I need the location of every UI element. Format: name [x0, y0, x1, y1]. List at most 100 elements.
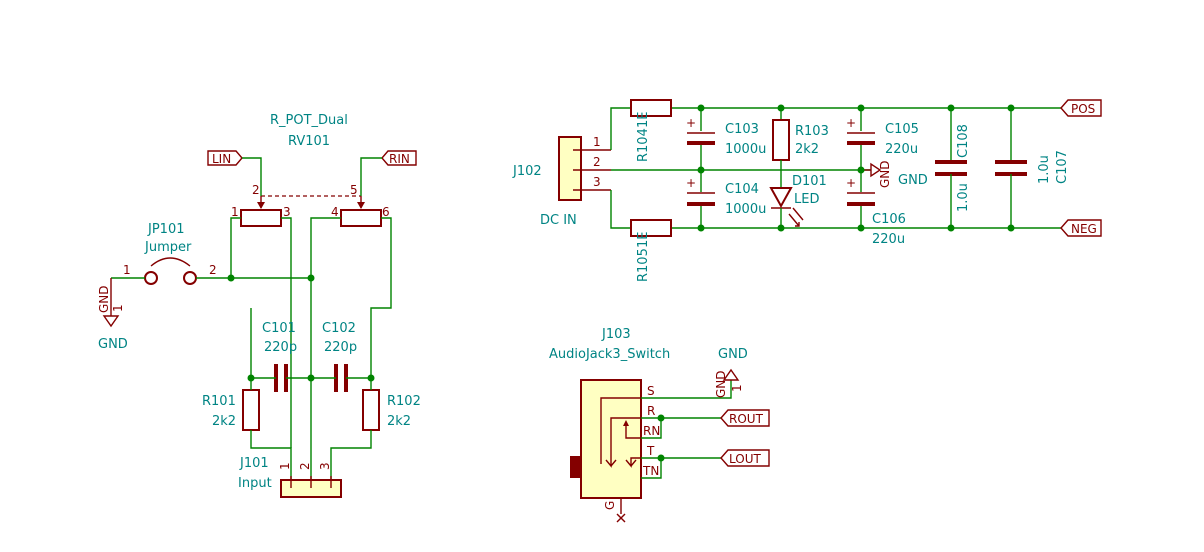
- svg-text:GND: GND: [714, 370, 728, 398]
- svg-text:1: 1: [111, 304, 125, 312]
- svg-text:GND: GND: [878, 160, 892, 188]
- rin-label[interactable]: RIN: [381, 150, 417, 166]
- svg-text:Input: Input: [238, 476, 272, 491]
- svg-text:C105: C105: [885, 122, 919, 137]
- svg-text:R101: R101: [202, 394, 236, 409]
- rv101-dual-potentiometer[interactable]: R_POT_Dual RV101 1 2 3 4 5 6: [231, 113, 390, 227]
- svg-text:RN: RN: [643, 424, 660, 438]
- svg-text:G: G: [603, 501, 617, 510]
- rv101-left-element: [240, 209, 282, 227]
- rout-label[interactable]: ROUT: [720, 409, 770, 427]
- svg-text:C104: C104: [725, 182, 759, 197]
- svg-text:J103: J103: [601, 327, 631, 342]
- svg-text:R105: R105: [636, 248, 651, 282]
- j102-dc-in-connector[interactable]: J102 DC IN 1 2 3: [512, 135, 601, 228]
- svg-text:C103: C103: [725, 122, 759, 137]
- c106-capacitor[interactable]: + C106 220u: [846, 170, 906, 247]
- svg-text:1.0u: 1.0u: [956, 183, 971, 212]
- rv101-pin6: 6: [382, 205, 390, 219]
- svg-text:TN: TN: [642, 464, 659, 478]
- svg-text:2: 2: [593, 155, 601, 169]
- rv101-pin3: 3: [283, 205, 291, 219]
- svg-text:1: 1: [593, 135, 601, 149]
- r105-resistor[interactable]: R105 1E: [630, 219, 672, 282]
- neg-label[interactable]: NEG: [1060, 219, 1102, 237]
- svg-text:2k2: 2k2: [387, 414, 411, 429]
- svg-text:GND: GND: [97, 285, 111, 313]
- gnd-right-symbol: GND GND 1: [714, 347, 748, 398]
- jp101-jumper[interactable]: JP101 Jumper 1 2: [123, 222, 217, 285]
- r102-resistor[interactable]: R102 2k2: [362, 389, 421, 431]
- svg-text:1: 1: [123, 263, 131, 277]
- d101-led[interactable]: D101 LED: [769, 174, 827, 228]
- lin-label[interactable]: LIN: [207, 150, 243, 166]
- svg-text:LIN: LIN: [212, 152, 231, 166]
- svg-text:+: +: [686, 116, 696, 130]
- svg-text:C106: C106: [872, 212, 906, 227]
- svg-text:220u: 220u: [872, 232, 905, 247]
- svg-text:S: S: [647, 384, 655, 398]
- c104-capacitor[interactable]: + C104 1000u: [686, 170, 766, 228]
- svg-text:220p: 220p: [264, 340, 297, 355]
- svg-text:J101: J101: [239, 456, 269, 471]
- c107-capacitor[interactable]: 1.0u C107: [995, 108, 1070, 228]
- svg-text:C107: C107: [1055, 150, 1070, 184]
- c101-capacitor[interactable]: C101 220p: [262, 321, 297, 392]
- svg-text:2: 2: [298, 462, 312, 470]
- lout-label[interactable]: LOUT: [720, 449, 770, 467]
- svg-text:ROUT: ROUT: [729, 412, 764, 426]
- svg-text:LED: LED: [794, 192, 819, 207]
- r104-resistor[interactable]: R104 1E: [630, 99, 672, 162]
- svg-text:+: +: [686, 176, 696, 190]
- svg-text:220p: 220p: [324, 340, 357, 355]
- svg-text:2k2: 2k2: [212, 414, 236, 429]
- svg-text:LOUT: LOUT: [729, 452, 761, 466]
- svg-text:DC IN: DC IN: [540, 213, 577, 228]
- svg-text:NEG: NEG: [1071, 222, 1097, 236]
- svg-text:R: R: [647, 404, 655, 418]
- r103-resistor[interactable]: R103 2k2: [772, 108, 829, 188]
- gnd-left-symbol: GND GND 1: [97, 278, 128, 352]
- rv101-pin2: 2: [252, 183, 260, 197]
- svg-text:C108: C108: [956, 124, 971, 158]
- svg-text:D101: D101: [792, 174, 827, 189]
- svg-text:1E: 1E: [636, 232, 651, 249]
- svg-text:1000u: 1000u: [725, 202, 766, 217]
- svg-text:3: 3: [318, 462, 332, 470]
- c103-capacitor[interactable]: + C103 1000u: [686, 108, 766, 170]
- svg-text:R104: R104: [636, 128, 651, 162]
- r101-resistor[interactable]: R101 2k2: [202, 389, 260, 431]
- svg-text:1E: 1E: [636, 112, 651, 129]
- svg-text:C101: C101: [262, 321, 296, 336]
- svg-text:1: 1: [730, 384, 744, 392]
- svg-text:AudioJack3_Switch: AudioJack3_Switch: [549, 347, 670, 362]
- j101-input-connector[interactable]: J101 Input 1 2 3: [238, 456, 342, 498]
- c105-capacitor[interactable]: + C105 220u: [846, 108, 919, 170]
- svg-text:+: +: [846, 176, 856, 190]
- gnd-mid-symbol: GND GND: [861, 160, 928, 188]
- svg-text:RIN: RIN: [389, 152, 410, 166]
- gnd-left-text: GND: [98, 337, 128, 352]
- svg-text:220u: 220u: [885, 142, 918, 157]
- pos-label[interactable]: POS: [1060, 99, 1102, 117]
- rv101-ref: RV101: [288, 134, 330, 149]
- gnd-mid-text: GND: [898, 173, 928, 188]
- rv101-pin5: 5: [350, 183, 358, 197]
- j103-audio-jack[interactable]: J103 AudioJack3_Switch S R RN T TN G: [549, 327, 670, 510]
- svg-text:T: T: [646, 444, 655, 458]
- rv101-value: R_POT_Dual: [270, 113, 348, 128]
- gnd-right-text: GND: [718, 347, 748, 362]
- svg-text:2: 2: [209, 263, 217, 277]
- svg-text:POS: POS: [1071, 102, 1095, 116]
- svg-text:+: +: [846, 116, 856, 130]
- svg-text:R102: R102: [387, 394, 421, 409]
- rv101-pin4: 4: [331, 205, 339, 219]
- svg-text:R103: R103: [795, 124, 829, 139]
- svg-text:1000u: 1000u: [725, 142, 766, 157]
- c102-capacitor[interactable]: C102 220p: [322, 321, 357, 392]
- c108-capacitor[interactable]: C108 1.0u: [935, 108, 971, 228]
- svg-text:J102: J102: [512, 164, 542, 179]
- svg-text:2k2: 2k2: [795, 142, 819, 157]
- svg-text:C102: C102: [322, 321, 356, 336]
